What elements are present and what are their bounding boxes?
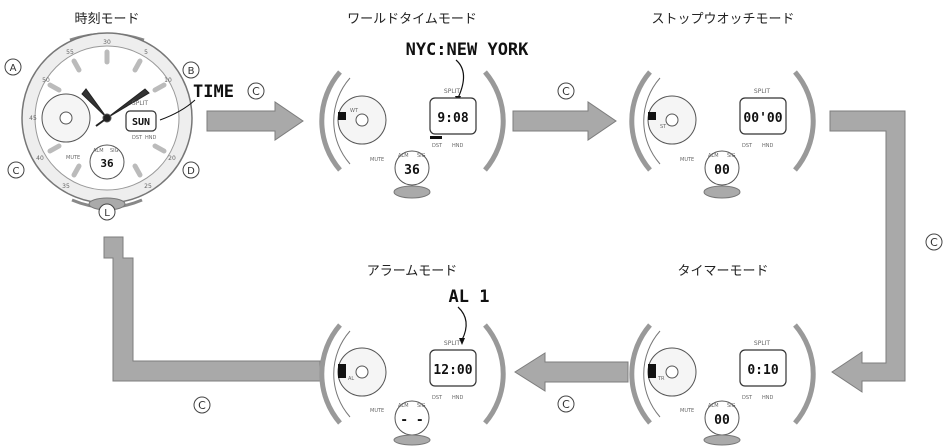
world-hnd-label: HND — [452, 143, 464, 149]
alarm-mode-title: アラームモード — [367, 264, 458, 279]
alarm-al-label: AL — [348, 376, 354, 382]
svg-text:C: C — [252, 85, 260, 98]
time-hnd-label: HND — [145, 135, 157, 141]
alarm-hnd-label: HND — [452, 395, 464, 401]
alarm-alm-label: ALM — [398, 403, 409, 409]
svg-text:40: 40 — [36, 155, 44, 162]
svg-text:25: 25 — [144, 183, 152, 190]
timer-subdial-value: 00 — [714, 413, 730, 428]
timer-mode-title: タイマーモード — [677, 264, 768, 279]
time-callout: TIME — [193, 82, 234, 102]
world-subdial-value: 36 — [404, 163, 420, 178]
stopwatch-sig-label: SIG — [727, 153, 736, 159]
stopwatch-mode-watch — [629, 70, 816, 199]
timer-hnd-label: HND — [762, 395, 774, 401]
timer-tr-label: TR — [657, 376, 665, 382]
svg-text:B: B — [188, 66, 195, 77]
svg-text:20: 20 — [168, 155, 176, 162]
svg-text:C: C — [198, 399, 206, 412]
svg-text:C: C — [562, 85, 570, 98]
timer-split-label: SPLIT — [754, 340, 771, 347]
alarm-mode-watch — [319, 323, 506, 446]
timer-alm-label: ALM — [708, 403, 719, 409]
svg-text:C: C — [930, 236, 938, 249]
time-alm-label: ALM — [93, 148, 104, 154]
world-mode-title: ワールドタイムモード — [347, 12, 477, 27]
time-lcd: SUN — [132, 117, 150, 128]
alarm-lcd: 12:00 — [433, 363, 472, 378]
world-lcd: 9:08 — [437, 111, 468, 126]
timer-dst-label: DST — [742, 395, 753, 401]
arrow-stopwatch-to-timer — [829, 110, 906, 393]
world-sig-label: SIG — [417, 153, 426, 159]
time-subdial-value: 36 — [100, 157, 114, 170]
stopwatch-dst-label: DST — [742, 143, 753, 149]
stopwatch-mode-title: ストップウオッチモード — [651, 12, 794, 27]
time-sig-label: SIG — [110, 148, 119, 154]
arrow-timer-to-alarm — [514, 352, 629, 392]
c-label-1: C — [247, 82, 265, 100]
time-dst-label: DST — [132, 135, 143, 141]
stopwatch-lcd: 00'00 — [743, 111, 782, 126]
time-mute-label: MUTE — [66, 155, 80, 161]
time-mode-title: 時刻モード — [74, 12, 139, 27]
svg-text:5: 5 — [144, 49, 148, 56]
time-callout-pointer — [159, 99, 196, 121]
stopwatch-subdial-value: 00 — [714, 163, 730, 178]
svg-text:30: 30 — [103, 39, 111, 46]
world-callout: NYC:NEW YORK — [406, 40, 530, 60]
world-callout-pointer — [455, 59, 465, 99]
time-split-label: SPLIT — [132, 100, 149, 107]
stopwatch-split-label: SPLIT — [754, 88, 771, 95]
svg-text:A: A — [10, 63, 17, 74]
stopwatch-alm-label: ALM — [708, 153, 719, 159]
svg-text:35: 35 — [62, 183, 70, 190]
world-split-label: SPLIT — [444, 88, 461, 95]
c-label-2: C — [557, 82, 575, 100]
svg-text:45: 45 — [29, 115, 37, 122]
alarm-subdial-value: - - — [400, 413, 423, 428]
time-button-labels: A B C D L — [4, 58, 200, 221]
svg-text:L: L — [104, 208, 110, 219]
cycle-arrows — [103, 101, 906, 393]
world-alm-label: ALM — [398, 153, 409, 159]
alarm-callout: AL 1 — [449, 287, 490, 307]
alarm-callout-pointer — [457, 306, 467, 341]
svg-text:50: 50 — [42, 77, 50, 84]
alarm-mute-label: MUTE — [370, 408, 384, 414]
svg-text:C: C — [562, 398, 570, 411]
svg-text:55: 55 — [66, 49, 74, 56]
stopwatch-hnd-label: HND — [762, 143, 774, 149]
world-dst-label: DST — [432, 143, 443, 149]
c-label-3: C — [925, 233, 943, 251]
world-wt-label: WT — [350, 108, 359, 114]
arrow-world-to-stopwatch — [512, 101, 617, 141]
timer-lcd: 0:10 — [747, 363, 778, 378]
c-label-4: C — [557, 395, 575, 413]
arrow-alarm-to-time — [103, 236, 321, 382]
timer-sig-label: SIG — [727, 403, 736, 409]
time-bezel-numbers: 30 55 50 45 40 35 25 20 5 10 — [29, 39, 176, 190]
world-mute-label: MUTE — [370, 157, 384, 163]
time-mode-watch — [21, 32, 193, 211]
stopwatch-st-label: ST — [660, 124, 667, 130]
alarm-dst-label: DST — [432, 395, 443, 401]
svg-text:D: D — [187, 166, 195, 177]
timer-mute-label: MUTE — [680, 408, 694, 414]
stopwatch-mute-label: MUTE — [680, 157, 694, 163]
alarm-split-label: SPLIT — [444, 340, 461, 347]
world-mode-watch — [319, 70, 506, 199]
alarm-sig-label: SIG — [417, 403, 426, 409]
c-label-5: C — [193, 396, 211, 414]
arrow-time-to-world — [206, 101, 304, 141]
svg-text:10: 10 — [164, 77, 172, 84]
svg-text:C: C — [13, 166, 20, 177]
timer-mode-watch — [629, 323, 816, 446]
